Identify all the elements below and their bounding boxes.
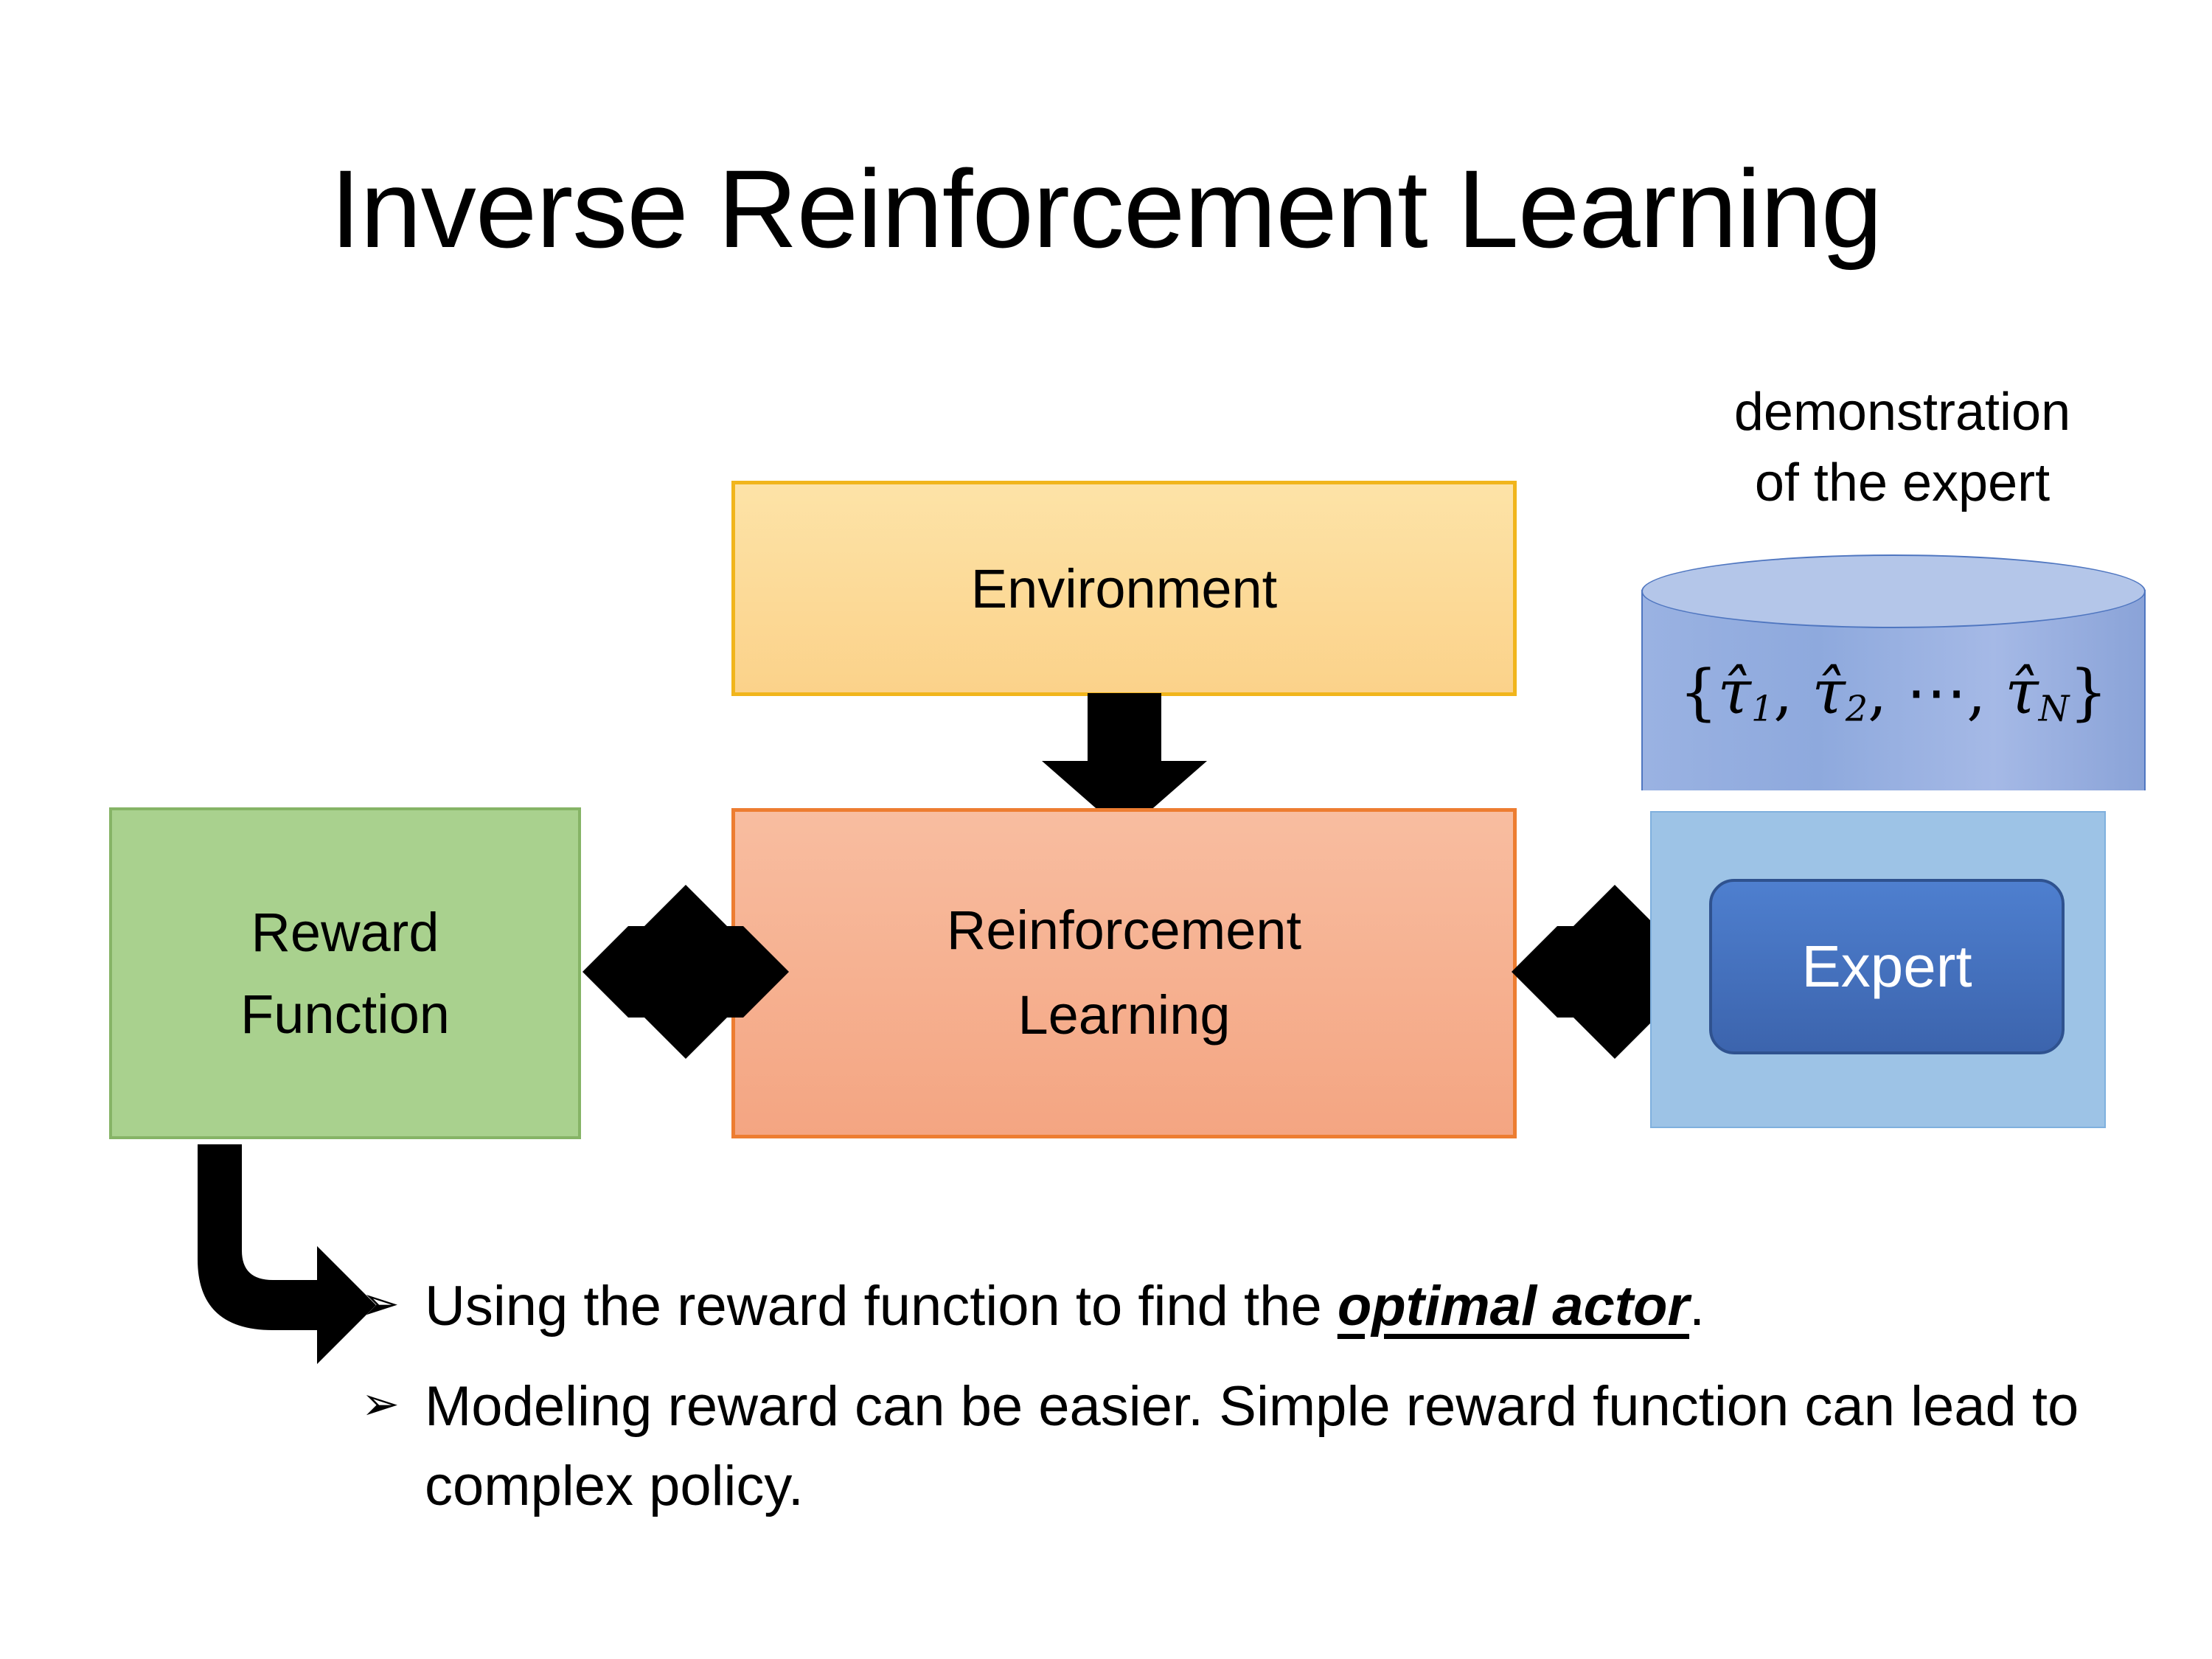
demonstration-caption-line2: of the expert: [1754, 453, 2051, 512]
bullet-item-1-text: Using the reward function to find the op…: [425, 1267, 2079, 1346]
environment-box-label: Environment: [970, 557, 1278, 619]
reward-to-bullets-curved-arrow-icon: [198, 1144, 376, 1364]
expert-box-label: Expert: [1801, 933, 1972, 999]
rl-to-expert-double-arrow-icon: [1512, 885, 1718, 1059]
environment-to-rl-arrow-icon: [1042, 693, 1207, 833]
bullet-1-text-before: Using the reward function to find the: [425, 1275, 1338, 1338]
bullet-item-2-text: Modeling reward can be easier. Simple re…: [425, 1374, 2079, 1517]
bullet-arrow-icon: ➢: [361, 1376, 400, 1430]
cylinder-top-ellipse: [1641, 554, 2146, 628]
reward-to-rl-double-arrow-icon: [582, 885, 789, 1059]
trajectory-cylinder: {τ̂1, τ̂2, ⋯, τ̂N}: [1641, 554, 2146, 824]
environment-box: Environment: [731, 481, 1517, 696]
bullet-list: ➢ Using the reward function to find the …: [361, 1267, 2079, 1547]
reinforcement-learning-box: Reinforcement Learning: [731, 808, 1517, 1138]
bullet-1-emphasis: optimal actor: [1337, 1275, 1690, 1338]
reward-function-box: Reward Function: [109, 807, 581, 1139]
bullet-item-1: ➢ Using the reward function to find the …: [361, 1267, 2079, 1346]
demonstration-caption-line1: demonstration: [1733, 383, 2071, 442]
page-title: Inverse Reinforcement Learning: [330, 147, 1883, 271]
rl-box-label-line1: Reinforcement: [946, 900, 1302, 961]
reward-box-label-line2: Function: [240, 984, 450, 1045]
expert-box: Expert: [1709, 879, 2065, 1054]
trajectory-set-label: {τ̂1, τ̂2, ⋯, τ̂N}: [1679, 658, 2108, 730]
demonstration-caption: demonstration of the expert: [1622, 378, 2183, 519]
rl-box-label-line2: Learning: [1018, 984, 1231, 1046]
bullet-1-text-after: .: [1689, 1275, 1705, 1338]
bullet-item-2: ➢ Modeling reward can be easier. Simple …: [361, 1367, 2079, 1526]
bullet-arrow-icon: ➢: [361, 1276, 400, 1330]
reward-box-label-line1: Reward: [251, 902, 439, 963]
